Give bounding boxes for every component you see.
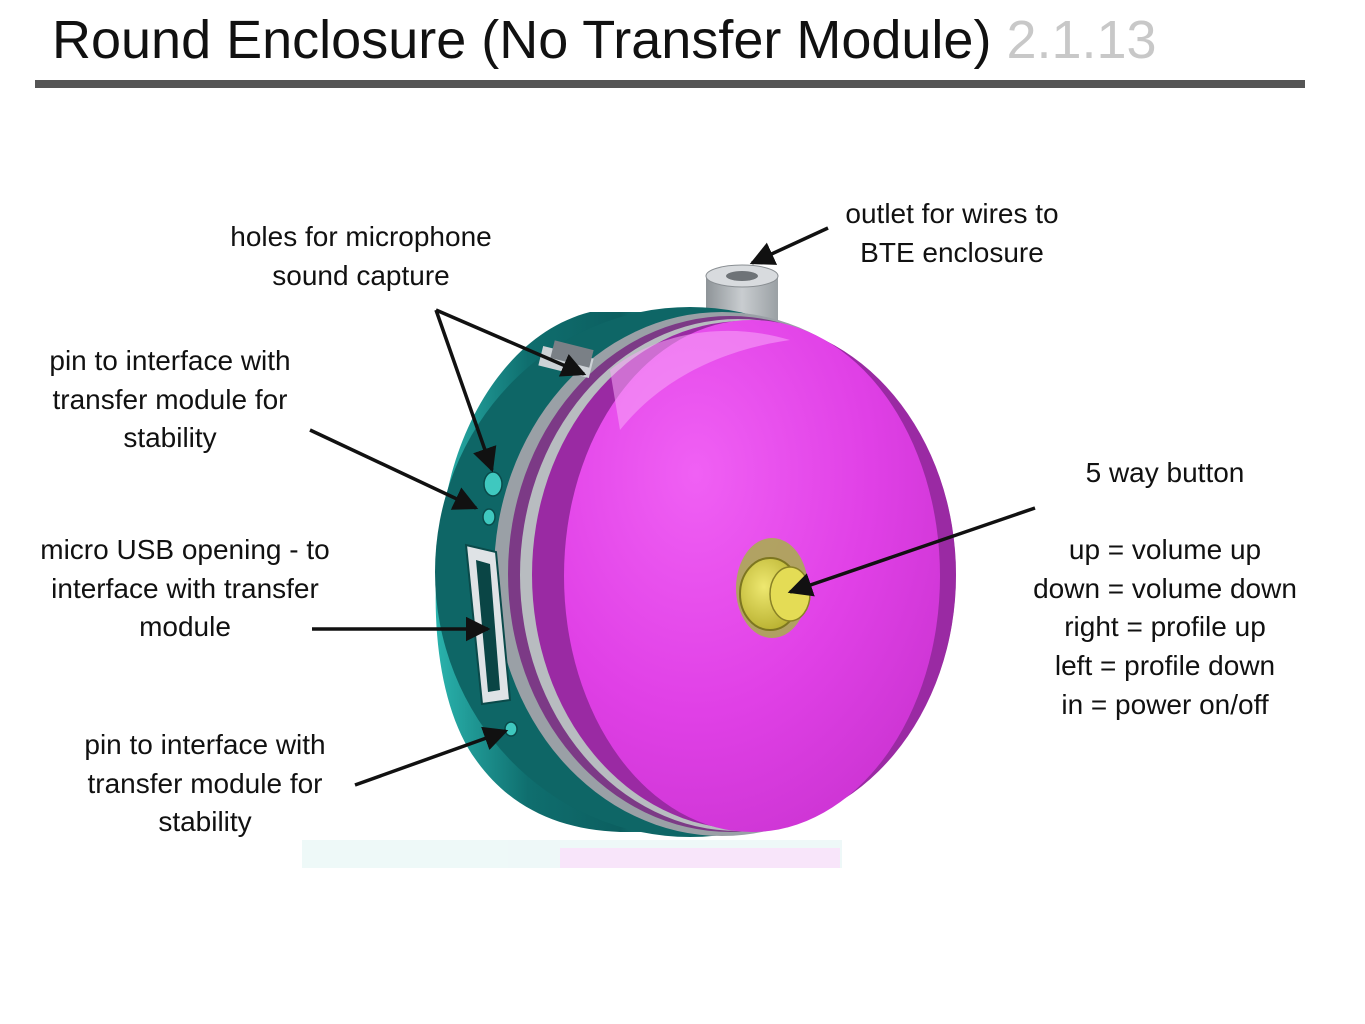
- label-line: stability: [123, 422, 217, 454]
- button-mapping: down = volume down: [1033, 572, 1297, 604]
- label-five-way-button: 5 way button up = volume up down = volum…: [1005, 454, 1325, 724]
- label-microphone-holes: holes for microphone sound capture: [210, 218, 512, 295]
- label-line: module: [139, 611, 231, 643]
- bottom-pin: [504, 721, 518, 737]
- label-line: pin to interface with: [84, 729, 326, 760]
- leader-arrows: [309, 226, 1036, 787]
- spacer: [1161, 493, 1169, 532]
- button-mapping: right = profile up: [1064, 611, 1266, 643]
- slide-title: Round Enclosure (No Transfer Module) 2.1…: [52, 6, 1157, 74]
- label-pin-top: pin to interface with transfer module fo…: [25, 342, 315, 458]
- label-line: BTE enclosure: [860, 236, 1044, 268]
- label-pin-bottom: pin to interface with transfer module fo…: [60, 726, 350, 842]
- arrow-pin-top: [309, 428, 479, 510]
- label-line: stability: [158, 806, 252, 838]
- label-line: holes for microphone: [230, 221, 492, 252]
- arrow-pin-bottom: [354, 726, 509, 787]
- label-wire-outlet: outlet for wires to BTE enclosure: [822, 195, 1082, 272]
- label-line: micro USB opening - to: [40, 534, 330, 565]
- button-mapping: up = volume up: [1068, 534, 1262, 566]
- title-divider: [35, 80, 1305, 88]
- arrow-holes-hole: [434, 309, 497, 473]
- button-heading: 5 way button: [1085, 457, 1245, 488]
- label-line: transfer module for: [52, 383, 288, 415]
- arrow-button: [787, 506, 1036, 597]
- microphone-holes: [482, 471, 503, 526]
- label-line: sound capture: [272, 259, 450, 291]
- button-mapping: in = power on/off: [1061, 688, 1269, 720]
- button-mapping: left = profile down: [1054, 649, 1276, 681]
- label-line: transfer module for: [87, 767, 323, 799]
- label-line: pin to interface with: [49, 345, 291, 376]
- title-text: Round Enclosure (No Transfer Module): [52, 10, 992, 70]
- face-highlight: [610, 330, 790, 430]
- arrow-outlet: [749, 226, 829, 265]
- arrow-holes-slot: [435, 308, 587, 377]
- version-number: 2.1.13: [1006, 10, 1157, 70]
- label-micro-usb: micro USB opening - to interface with tr…: [15, 531, 355, 647]
- label-line: interface with transfer: [51, 572, 319, 604]
- floor-reflection: [302, 840, 842, 868]
- label-line: outlet for wires to: [845, 198, 1059, 229]
